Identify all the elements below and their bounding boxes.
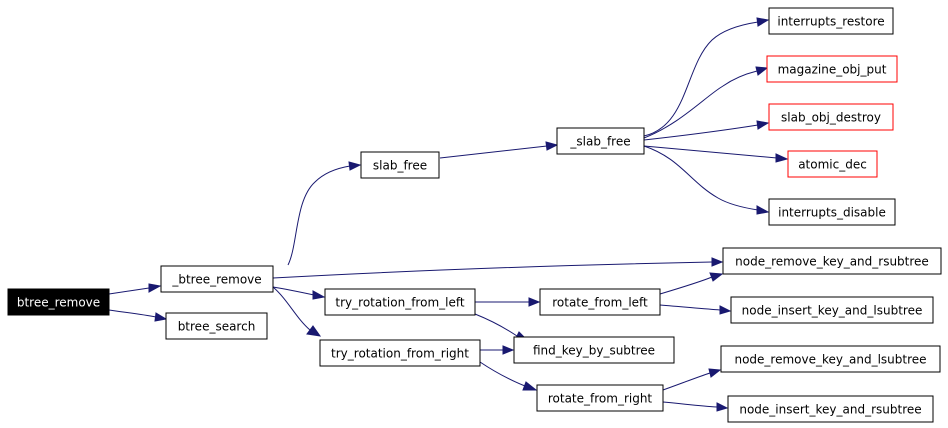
edge-try_rotation_from_right-to-rotate_from_right [479,361,538,391]
node-label: interrupts_restore [777,15,884,29]
node-label: _slab_free [569,135,630,149]
node-label: try_rotation_from_right [331,347,469,361]
node-slab_obj_destroy[interactable]: slab_obj_destroy [768,103,894,131]
node-rotate_from_left[interactable]: rotate_from_left [539,288,661,316]
edge-_slab_free-to-slab_obj_destroy [643,120,770,141]
node-node_insert_key_and_rsubtree[interactable]: node_insert_key_and_rsubtree [727,395,934,423]
edge-rotate_from_left-to-node_remove_key_and_rsubtree [659,272,724,295]
edge-_slab_free-to-magazine_obj_put [643,66,769,139]
node-label: _btree_remove [171,273,261,287]
node-label: btree_remove [17,296,100,310]
node-node_remove_key_and_lsubtree[interactable]: node_remove_key_and_lsubtree [720,345,941,373]
node-btree_remove[interactable]: btree_remove [7,288,110,316]
node-label: slab_free [373,159,427,173]
edge-btree_remove-to-_btree_remove [108,283,162,295]
node-label: interrupts_disable [778,206,886,220]
node-label: slab_obj_destroy [781,111,881,125]
edge-try_rotation_from_left-to-rotate_from_left [475,297,541,307]
node-label: node_insert_key_and_rsubtree [739,403,921,417]
node-label: rotate_from_right [548,392,653,406]
node-label: btree_search [178,320,256,334]
node-try_rotation_from_left[interactable]: try_rotation_from_left [324,288,476,316]
edge-rotate_from_right-to-node_remove_key_and_lsubtree [662,368,722,391]
node-find_key_by_subtree[interactable]: find_key_by_subtree [513,336,675,364]
edge-try_rotation_from_right-to-find_key_by_subtree [480,345,515,355]
edge-_btree_remove-to-slab_free [287,161,362,266]
node-_slab_free[interactable]: _slab_free [556,127,645,155]
node-label: find_key_by_subtree [533,344,655,358]
node-label: node_insert_key_and_lsubtree [742,304,923,318]
node-node_remove_key_and_rsubtree[interactable]: node_remove_key_and_rsubtree [722,247,942,275]
node-label: node_remove_key_and_lsubtree [734,353,926,367]
node-label: rotate_from_left [552,296,648,310]
node-interrupts_disable[interactable]: interrupts_disable [768,198,896,226]
node-btree_search[interactable]: btree_search [165,312,268,340]
node-label: try_rotation_from_left [335,296,464,310]
edge-slab_free-to-_slab_free [439,141,559,159]
edge-_btree_remove-to-try_rotation_from_left [272,286,326,300]
node-rotate_from_right[interactable]: rotate_from_right [536,384,664,412]
edge-_slab_free-to-atomic_dec [643,145,789,163]
edge-_btree_remove-to-try_rotation_from_right [272,286,322,337]
node-label: magazine_obj_put [778,63,887,77]
node-label: atomic_dec [798,158,867,172]
node-node_insert_key_and_lsubtree[interactable]: node_insert_key_and_lsubtree [730,296,934,324]
edge-_slab_free-to-interrupts_restore [643,17,770,137]
node-_btree_remove[interactable]: _btree_remove [160,265,274,293]
node-interrupts_restore[interactable]: interrupts_restore [768,7,894,35]
edge-rotate_from_left-to-node_insert_key_and_lsubtree [659,304,732,315]
edge-btree_remove-to-btree_search [108,309,168,322]
edge-_btree_remove-to-node_remove_key_and_rsubtree [272,257,724,279]
edge-rotate_from_right-to-node_insert_key_and_rsubtree [662,401,729,412]
node-try_rotation_from_right[interactable]: try_rotation_from_right [319,339,481,367]
edge-_slab_free-to-interrupts_disable [643,145,770,215]
node-label: node_remove_key_and_rsubtree [735,255,929,269]
node-slab_free[interactable]: slab_free [360,151,440,179]
node-magazine_obj_put[interactable]: magazine_obj_put [766,55,898,83]
node-atomic_dec[interactable]: atomic_dec [787,150,878,178]
